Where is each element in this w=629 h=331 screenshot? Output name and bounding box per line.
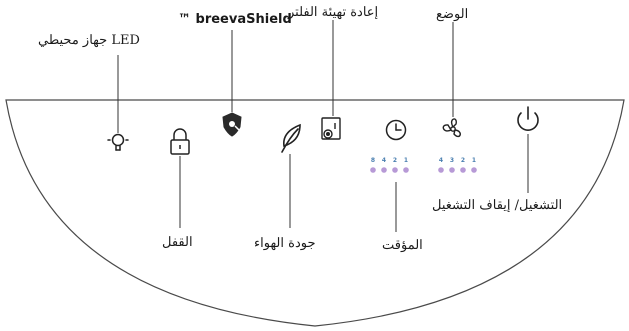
lock-icon [170, 128, 190, 155]
fan-speed-indicator-dot-1 [471, 167, 477, 173]
filter-reset-label: إعادة تهيئة الفلتر [288, 5, 379, 20]
timer-indicator-dot-4 [381, 167, 387, 173]
timer-indicator-label-8: 8 [371, 157, 375, 164]
breevashield-label: ™ breevaShield [178, 12, 292, 27]
timer-indicator-dot-1 [403, 167, 409, 173]
ambient-light-label: جهاز محيطي LED [38, 33, 140, 48]
air-quality-label: جودة الهواء [254, 236, 316, 251]
fan-speed-indicator-label-1: 1 [472, 157, 476, 164]
timer-indicator-label-1: 1 [404, 157, 408, 164]
fan-speed-indicator-label-3: 3 [450, 157, 454, 164]
timer-indicator-dot-8 [370, 167, 376, 173]
timer-label: المؤقت [382, 238, 423, 253]
panel-outline [5, 99, 625, 327]
fan-speed-indicator-dot-4 [438, 167, 444, 173]
timer-indicator-label-4: 4 [382, 157, 386, 164]
clock-icon [385, 119, 407, 141]
shield-icon [222, 112, 242, 137]
timer-indicator-dot-2 [392, 167, 398, 173]
lock-label: القفل [162, 235, 193, 250]
power-label: التشغيل/ إيقاف التشغيل [432, 198, 563, 213]
fan-speed-indicator-dot-3 [449, 167, 455, 173]
fan-icon [442, 118, 461, 138]
leader-lines [117, 20, 529, 232]
fan-speed-indicator-label-4: 4 [439, 157, 443, 164]
filter-reset-icon [321, 117, 341, 140]
timer-indicator-label-2: 2 [393, 157, 397, 164]
mode-label: الوضع [436, 7, 469, 22]
lightbulb-icon [107, 133, 129, 151]
fan-speed-indicator-label-2: 2 [461, 157, 465, 164]
fan-speed-indicator-dot-2 [460, 167, 466, 173]
power-icon [517, 106, 539, 131]
leaf-icon [281, 123, 301, 153]
